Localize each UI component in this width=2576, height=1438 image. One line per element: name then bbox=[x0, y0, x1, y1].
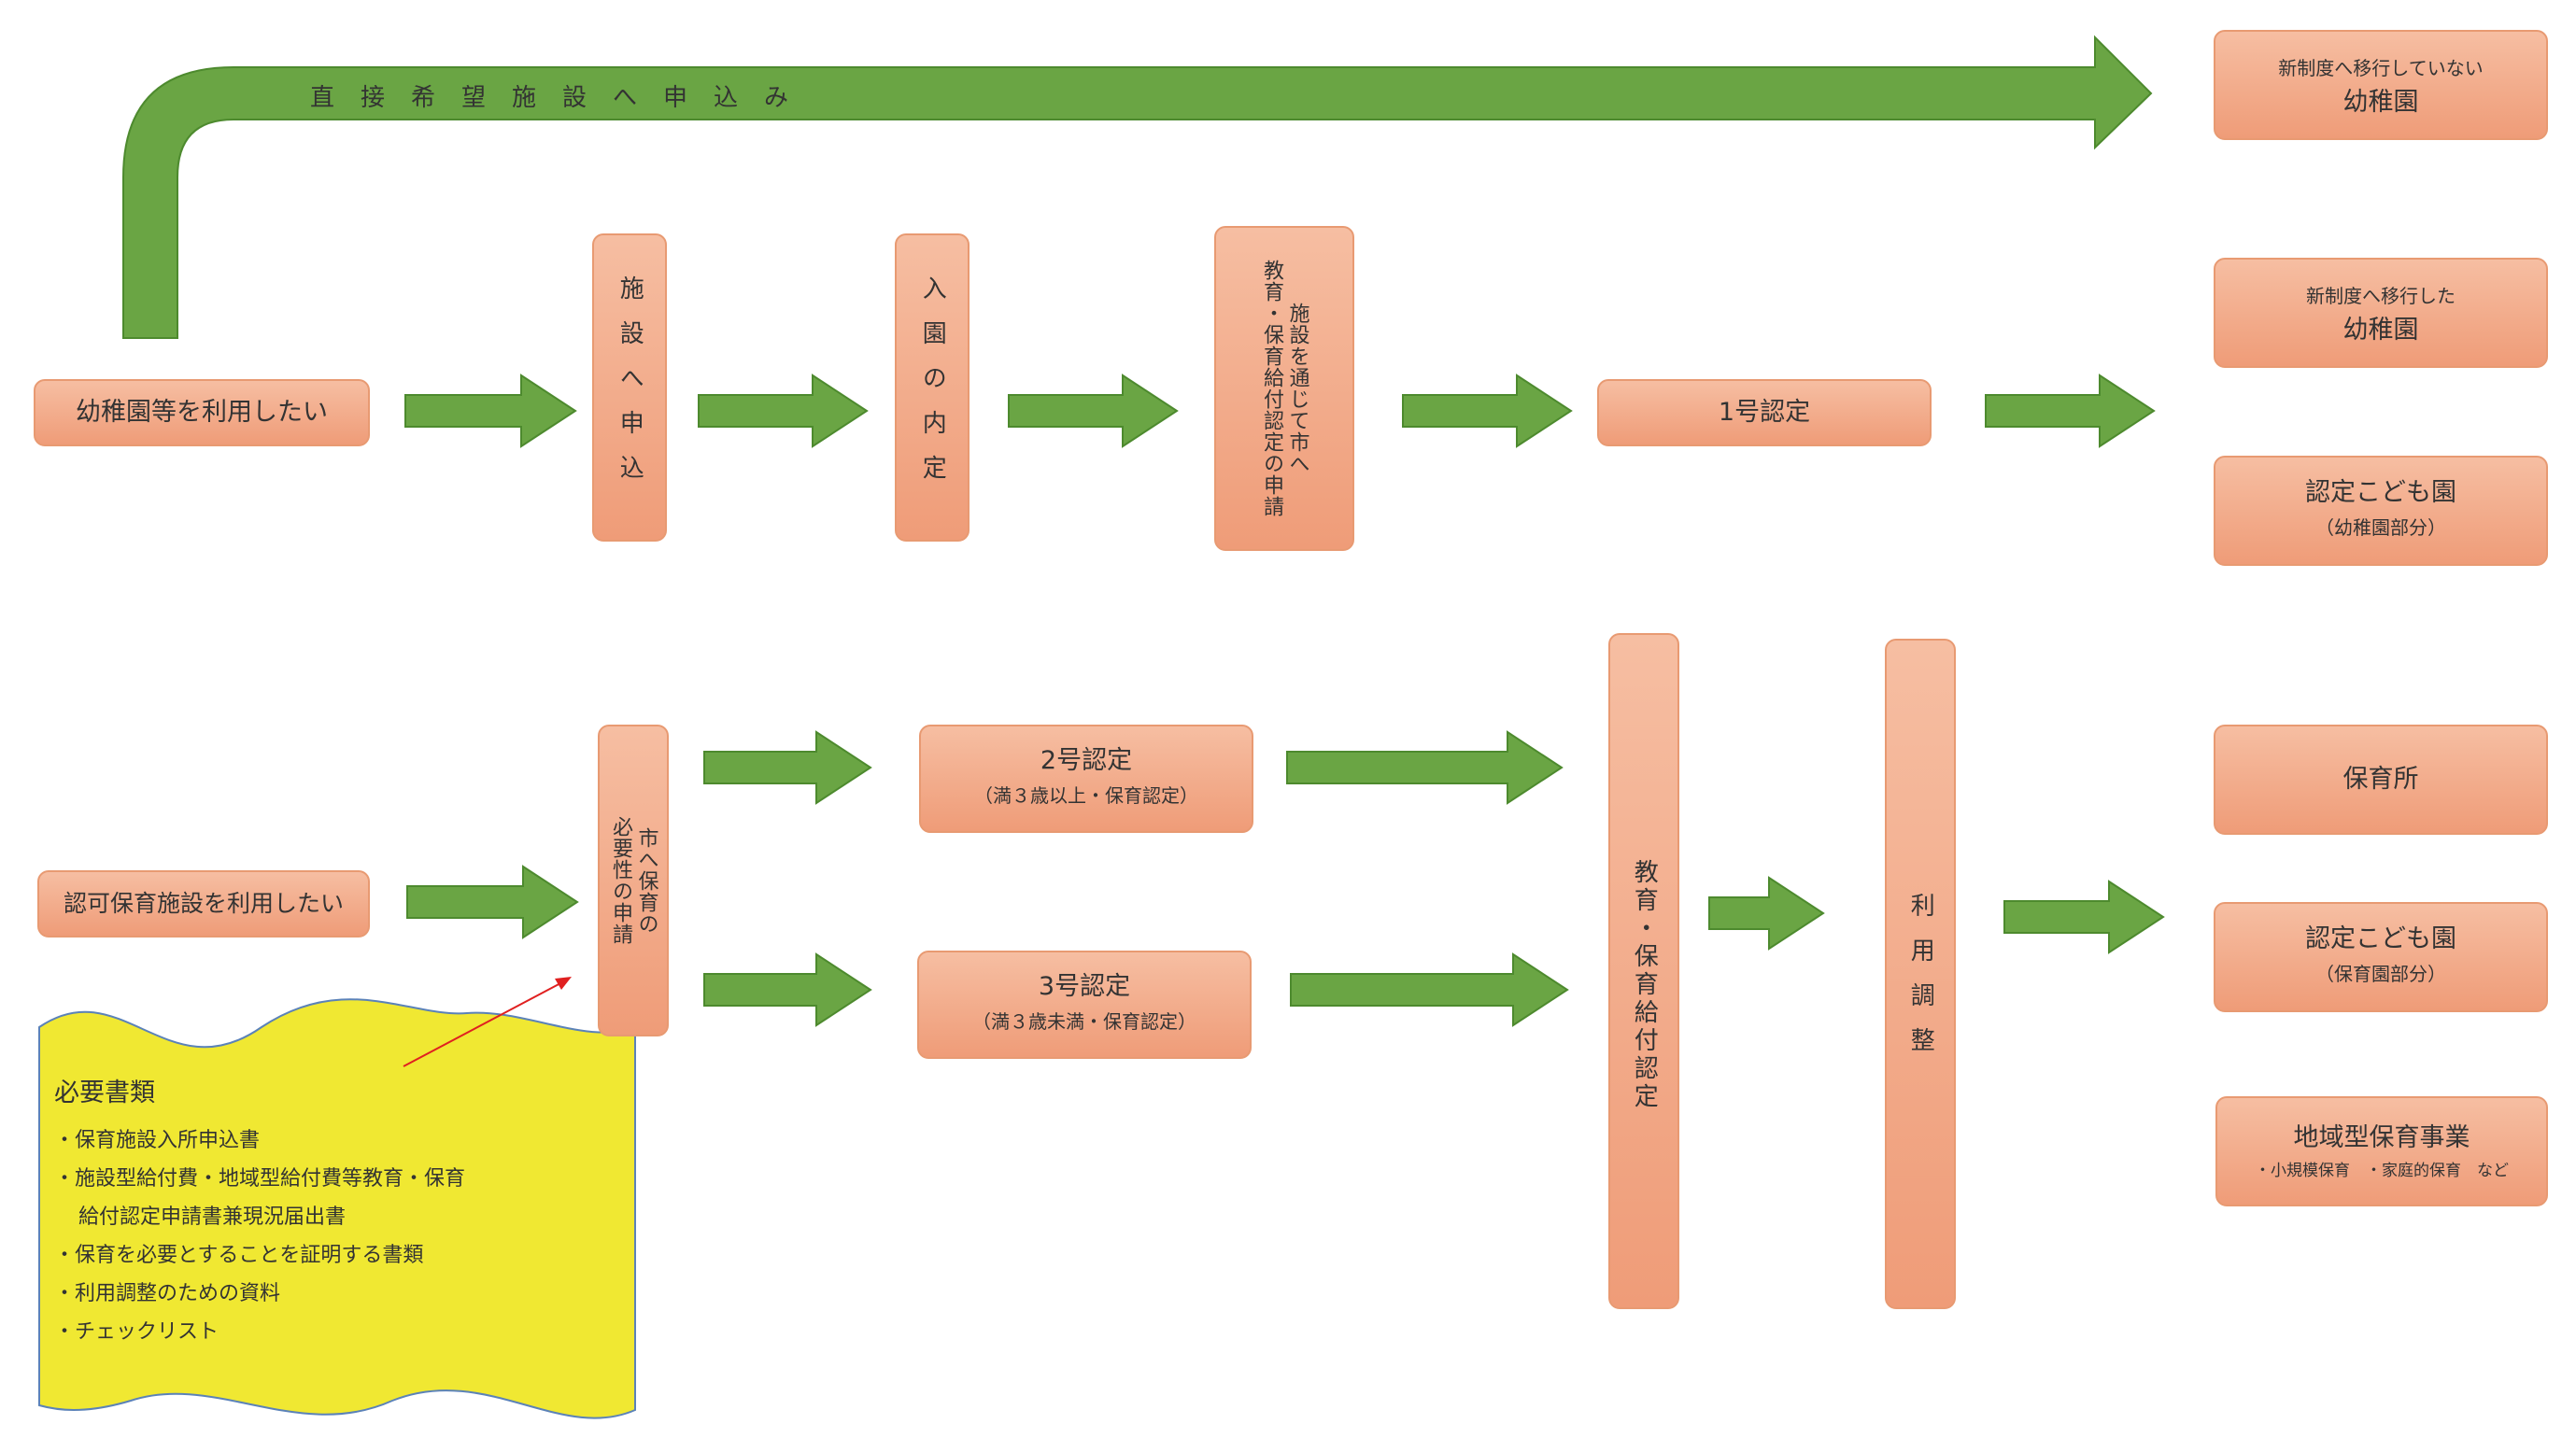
document-item: ・チェックリスト bbox=[54, 1320, 219, 1344]
benefit-certification-label: 教育・保育給付認定 bbox=[1630, 859, 1659, 1111]
apply-via-facility-label: 施設を通じて市へ 教育・保育給付認定の申請 bbox=[1259, 260, 1310, 517]
dest-new-kindergarten-sub: 新制度へ移行した bbox=[2306, 284, 2456, 307]
flow-arrow-1 bbox=[404, 374, 577, 448]
dest-nursery-main: 保育所 bbox=[2342, 764, 2419, 794]
dest-regional-childcare: 地域型保育事業 ・小規模保育 ・家庭的保育 など bbox=[2215, 1096, 2548, 1206]
pointer-line bbox=[403, 981, 563, 1067]
dest-kodomoen-nursery: 認定こども園 （保育園部分） bbox=[2214, 902, 2548, 1012]
dest-new-kindergarten: 新制度へ移行した 幼稚園 bbox=[2214, 258, 2548, 368]
pointer-arrowhead bbox=[555, 977, 572, 990]
flow-arrow-4 bbox=[1402, 374, 1573, 448]
required-documents-list: ・保育施設入所申込書 ・施設型給付費・地域型給付費等教育・保育 給付認定申請書兼… bbox=[54, 1121, 615, 1351]
dest-nursery: 保育所 bbox=[2214, 725, 2548, 835]
dest-kodomoen-nursery-sub: （保育園部分） bbox=[2315, 963, 2446, 986]
document-item: ・保育を必要とすることを証明する書類 bbox=[54, 1244, 424, 1267]
city-application-line-1: 市へ保育の bbox=[634, 826, 658, 935]
cert3-label: 3号認定 bbox=[1038, 971, 1131, 1001]
apply-via-facility-line-2: 教育・保育給付認定の申請 bbox=[1260, 260, 1283, 517]
usage-adjustment-box: 利用調整 bbox=[1885, 639, 1956, 1309]
city-application-label: 市へ保育の 必要性の申請 bbox=[608, 816, 659, 945]
cert1-label: 1号認定 bbox=[1718, 397, 1811, 427]
dest-regional-childcare-main: 地域型保育事業 bbox=[2293, 1122, 2470, 1152]
dest-regional-childcare-sub: ・小規模保育 ・家庭的保育 など bbox=[2255, 1162, 2509, 1181]
dest-kodomoen-kindergarten-sub: （幼稚園部分） bbox=[2315, 516, 2446, 540]
cert1-box: 1号認定 bbox=[1597, 379, 1932, 446]
benefit-certification-box: 教育・保育給付認定 bbox=[1608, 633, 1679, 1309]
dest-kodomoen-kindergarten: 認定こども園 （幼稚園部分） bbox=[2214, 456, 2548, 566]
apply-to-facility-label: 施設へ申込 bbox=[616, 275, 644, 500]
flow-arrow-3 bbox=[1008, 374, 1179, 448]
direct-application-label: 直接希望施設へ申込み bbox=[310, 84, 815, 112]
flow-arrow-11 bbox=[1708, 876, 1825, 951]
kindergarten-start-label: 幼稚園等を利用したい bbox=[76, 397, 328, 427]
flow-arrow-12 bbox=[2003, 880, 2165, 954]
cert2-box: 2号認定 （満３歳以上・保育認定） bbox=[919, 725, 1253, 833]
required-documents-title: 必要書類 bbox=[54, 1078, 155, 1107]
city-application-box: 市へ保育の 必要性の申請 bbox=[598, 725, 669, 1036]
nursery-start-box: 認可保育施設を利用したい bbox=[37, 870, 370, 938]
city-application-line-2: 必要性の申請 bbox=[609, 816, 632, 945]
dest-new-kindergarten-main: 幼稚園 bbox=[2342, 315, 2419, 345]
dest-old-kindergarten-sub: 新制度へ移行していない bbox=[2278, 56, 2484, 79]
required-documents: 必要書類 ・保育施設入所申込書 ・施設型給付費・地域型給付費等教育・保育 給付認… bbox=[54, 1072, 615, 1351]
flow-arrow-2 bbox=[698, 374, 869, 448]
flow-arrow-5 bbox=[1985, 374, 2156, 448]
usage-adjustment-label: 利用調整 bbox=[1906, 893, 1935, 1072]
flow-arrows bbox=[404, 374, 2165, 1027]
provisional-admission-label: 入園の内定 bbox=[918, 275, 947, 500]
document-item: ・施設型給付費・地域型給付費等教育・保育 bbox=[54, 1167, 466, 1191]
cert2-label: 2号認定 bbox=[1040, 745, 1133, 775]
apply-via-facility-box: 施設を通じて市へ 教育・保育給付認定の申請 bbox=[1214, 226, 1354, 551]
dest-old-kindergarten-main: 幼稚園 bbox=[2342, 87, 2419, 117]
cert2-sub: （満３歳以上・保育認定） bbox=[974, 784, 1198, 808]
nursery-start-label: 認可保育施設を利用したい bbox=[63, 890, 344, 918]
apply-to-facility-box: 施設へ申込 bbox=[592, 233, 667, 542]
dest-kodomoen-nursery-main: 認定こども園 bbox=[2305, 923, 2456, 953]
flow-arrow-9 bbox=[703, 952, 872, 1027]
flow-arrow-7 bbox=[1286, 730, 1564, 805]
dest-old-kindergarten: 新制度へ移行していない 幼稚園 bbox=[2214, 30, 2548, 140]
flow-arrow-10 bbox=[1290, 952, 1569, 1027]
cert3-sub: （満３歳未満・保育認定） bbox=[972, 1010, 1196, 1034]
apply-via-facility-line-1: 施設を通じて市へ bbox=[1285, 303, 1309, 474]
direct-application-arrow bbox=[122, 35, 2153, 339]
document-item: ・利用調整のための資料 bbox=[54, 1282, 281, 1305]
flow-arrow-8 bbox=[406, 865, 579, 939]
provisional-admission-box: 入園の内定 bbox=[895, 233, 970, 542]
kindergarten-start-box: 幼稚園等を利用したい bbox=[34, 379, 370, 446]
flow-arrow-6 bbox=[703, 730, 872, 805]
dest-kodomoen-kindergarten-main: 認定こども園 bbox=[2305, 477, 2456, 507]
document-item: 給付認定申請書兼現況届出書 bbox=[78, 1205, 347, 1229]
cert3-box: 3号認定 （満３歳未満・保育認定） bbox=[917, 951, 1252, 1059]
document-item: ・保育施設入所申込書 bbox=[54, 1129, 261, 1152]
